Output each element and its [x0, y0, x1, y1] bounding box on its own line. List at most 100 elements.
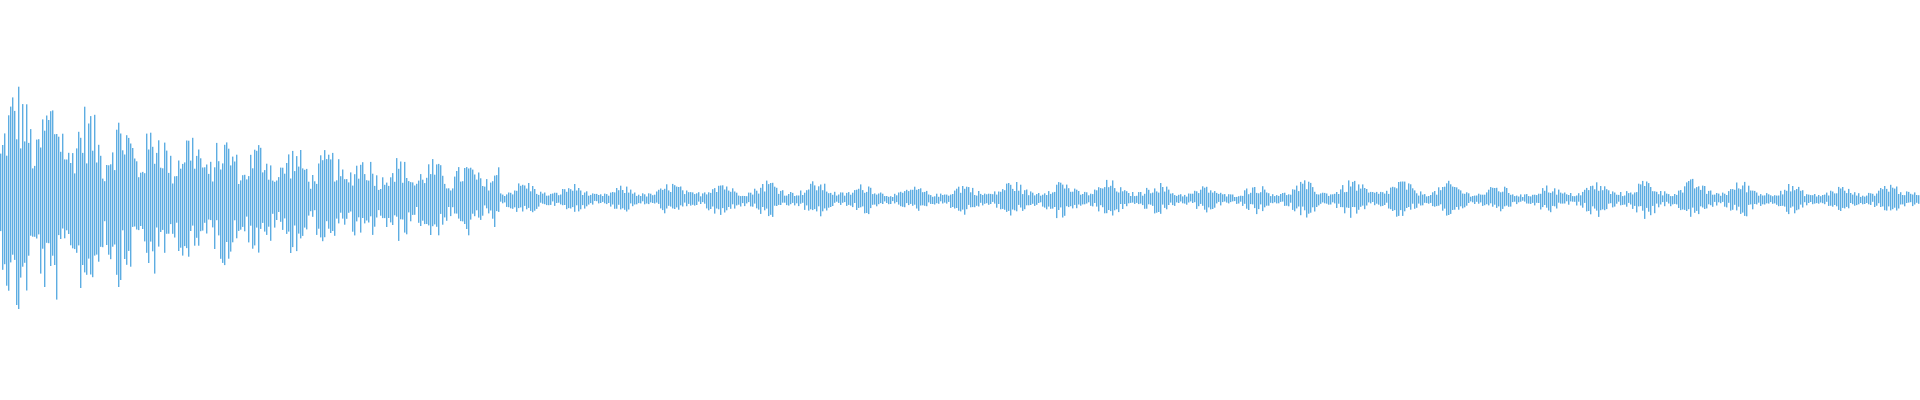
waveform-bar: [688, 192, 690, 204]
waveform-bar: [654, 194, 656, 204]
waveform-bar: [732, 188, 734, 205]
waveform-bar: [100, 155, 102, 247]
waveform-bar: [50, 111, 52, 266]
waveform-bar: [198, 149, 200, 246]
waveform-bar: [516, 190, 518, 212]
waveform-bar: [472, 169, 474, 214]
waveform-bar: [1070, 191, 1072, 207]
waveform-bar: [684, 194, 686, 203]
waveform-bar: [1556, 194, 1558, 209]
waveform-bar: [838, 194, 840, 203]
waveform-bar: [1462, 193, 1464, 209]
waveform-bar: [1150, 193, 1152, 205]
waveform-bar: [106, 165, 108, 245]
waveform-bar: [890, 196, 892, 204]
waveform-bar: [1732, 189, 1734, 210]
waveform-bar: [1286, 195, 1288, 206]
waveform-bar: [1176, 195, 1178, 203]
waveform-bar: [1020, 184, 1022, 208]
waveform-bar: [1912, 194, 1914, 207]
waveform-bar: [1098, 187, 1100, 212]
waveform-bar: [1466, 192, 1468, 206]
waveform-bar: [326, 159, 328, 222]
waveform-bar: [968, 187, 970, 205]
waveform-bar: [292, 150, 294, 248]
waveform-bar: [814, 185, 816, 210]
waveform-bar: [608, 195, 610, 203]
waveform-bar: [894, 193, 896, 204]
waveform-bar: [1012, 188, 1014, 210]
waveform-bar: [780, 190, 782, 205]
waveform-bar: [264, 170, 266, 232]
waveform-bar: [202, 167, 204, 231]
waveform-bar: [340, 176, 342, 213]
waveform-bar: [1842, 187, 1844, 208]
waveform-bar: [458, 167, 460, 219]
waveform-bar: [812, 181, 814, 211]
waveform-bar: [1084, 191, 1086, 205]
waveform-bar: [70, 163, 72, 246]
waveform-bar: [1560, 192, 1562, 204]
waveform-bar: [842, 192, 844, 203]
waveform-bar: [1118, 192, 1120, 213]
waveform-bar: [1784, 189, 1786, 207]
waveform-bar: [902, 192, 904, 207]
waveform-bar: [1234, 197, 1236, 202]
waveform-bar: [528, 183, 530, 208]
waveform-bar: [856, 189, 858, 210]
waveform-bar: [1108, 187, 1110, 210]
waveform-bar: [548, 195, 550, 206]
waveform-bar: [1268, 193, 1270, 206]
waveform-bar: [1654, 191, 1656, 214]
waveform-bar: [92, 150, 94, 278]
waveform-bar: [302, 168, 304, 236]
waveform-bar: [604, 193, 606, 204]
waveform-bar: [1294, 189, 1296, 212]
waveform-bar: [552, 193, 554, 202]
waveform-bar: [18, 86, 20, 309]
waveform-bar: [568, 188, 570, 209]
waveform-bar: [158, 140, 160, 247]
waveform-bar: [1692, 178, 1694, 208]
waveform-bar: [454, 176, 456, 214]
waveform-bar: [1120, 187, 1122, 204]
waveform-bar: [1522, 197, 1524, 201]
waveform-bar: [1812, 195, 1814, 205]
waveform-bar: [236, 154, 238, 239]
waveform-bar: [214, 167, 216, 249]
waveform-bar: [1864, 196, 1866, 204]
waveform-bar: [1826, 192, 1828, 202]
waveform-bar: [906, 189, 908, 204]
waveform-bar: [1884, 186, 1886, 211]
waveform-bar: [1514, 196, 1516, 202]
waveform-bar: [1874, 195, 1876, 207]
waveform-bar: [178, 160, 180, 251]
waveform-bar: [1562, 193, 1564, 204]
waveform-bar: [1206, 186, 1208, 213]
waveform-bar: [462, 181, 464, 222]
waveform-bar: [572, 190, 574, 208]
waveform-bar: [226, 142, 228, 242]
waveform-bar: [674, 185, 676, 209]
waveform-bar: [1792, 186, 1794, 207]
waveform-bar: [1684, 186, 1686, 210]
waveform-bar: [636, 195, 638, 205]
waveform-bar: [1648, 183, 1650, 212]
waveform-bar: [246, 179, 248, 217]
waveform-bar: [580, 190, 582, 210]
waveform-bar: [350, 172, 352, 212]
waveform-bar: [1448, 180, 1450, 215]
waveform-bar: [1368, 192, 1370, 203]
waveform-bar: [376, 175, 378, 218]
waveform-bar: [68, 152, 70, 234]
waveform-bar: [356, 165, 358, 222]
waveform-bar: [232, 156, 234, 243]
waveform-bar: [574, 184, 576, 212]
waveform-bar: [1492, 187, 1494, 207]
waveform-bar: [526, 188, 528, 210]
waveform-bar: [300, 150, 302, 239]
waveform-bar: [1202, 186, 1204, 206]
waveform-bar: [998, 191, 1000, 204]
waveform-bar: [290, 178, 292, 253]
